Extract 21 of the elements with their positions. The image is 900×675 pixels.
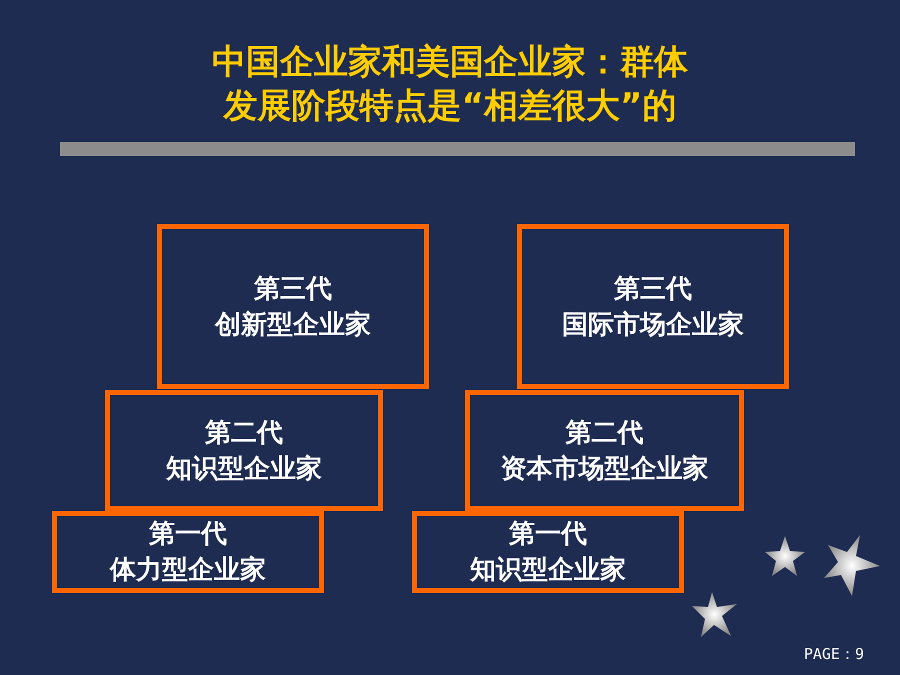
generation-box bbox=[412, 511, 684, 593]
divider-bar bbox=[60, 142, 855, 156]
entrepreneur-type: 知识型企业家 bbox=[166, 452, 322, 486]
generation-heading: 第二代 bbox=[205, 416, 283, 450]
entrepreneur-type: 国际市场企业家 bbox=[562, 308, 744, 342]
generation-heading: 第三代 bbox=[254, 272, 332, 306]
entrepreneur-type: 资本市场型企业家 bbox=[500, 452, 708, 486]
entrepreneur-type: 创新型企业家 bbox=[215, 308, 371, 342]
entrepreneur-type: 知识型企业家 bbox=[470, 554, 626, 587]
generation-box bbox=[465, 390, 744, 511]
generation-box bbox=[52, 511, 324, 593]
generation-box bbox=[105, 390, 383, 511]
generation-heading: 第二代 bbox=[566, 416, 644, 450]
generation-box bbox=[157, 224, 429, 389]
entrepreneur-type: 体力型企业家 bbox=[110, 554, 266, 587]
slide-title: 中国企业家和美国企业家：群体发展阶段特点是“相差很大”的 bbox=[211, 41, 689, 128]
generation-box bbox=[517, 224, 789, 389]
generation-heading: 第一代 bbox=[149, 518, 227, 551]
generation-heading: 第三代 bbox=[614, 272, 692, 306]
page-number: PAGE：9 bbox=[804, 645, 864, 664]
generation-heading: 第一代 bbox=[509, 518, 587, 551]
